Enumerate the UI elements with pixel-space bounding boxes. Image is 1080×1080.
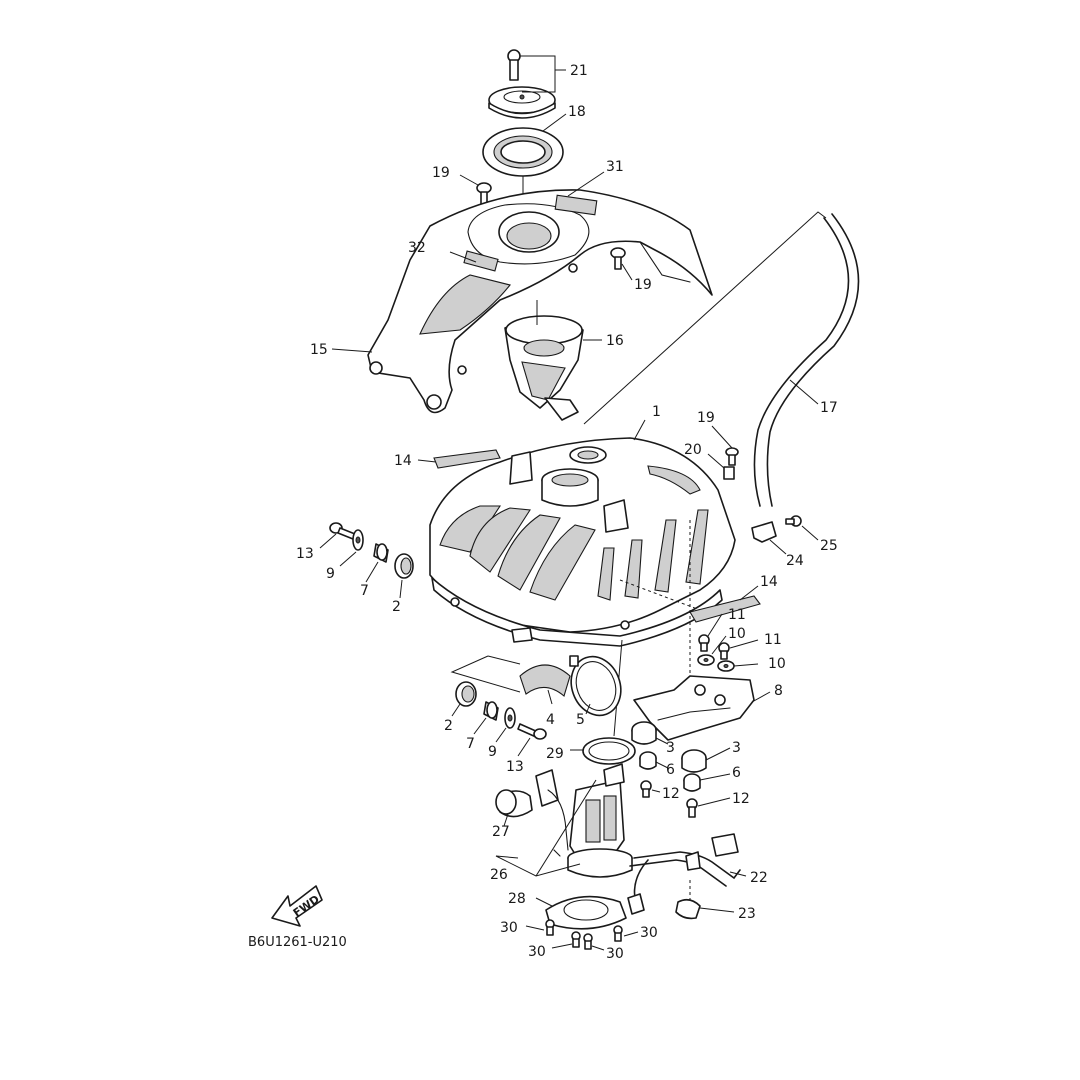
part-21-fuel-cap-and-key	[488, 49, 556, 119]
callout-label: 13	[506, 759, 524, 775]
part-30-screw-d	[613, 925, 623, 942]
callout-label: 11	[764, 632, 782, 648]
callout-label: 30	[528, 944, 546, 960]
callout-label: 14	[394, 453, 412, 469]
diagram-code: B6U1261-U210	[248, 935, 347, 950]
callout-label: 16	[606, 333, 624, 349]
callout-label: 26	[490, 867, 508, 883]
part-25-screw	[785, 515, 802, 527]
part-6-collar-a	[639, 751, 657, 770]
part-30-screw-c	[583, 933, 593, 950]
part-16-filler-boot	[504, 315, 584, 421]
callout-label: 11	[728, 607, 746, 623]
part-17-breather-hose	[753, 213, 860, 507]
callout-label: 29	[546, 746, 564, 762]
callout-label: 32	[408, 240, 426, 256]
callout-label: 9	[326, 566, 335, 582]
part-12-bolt-a	[640, 780, 652, 798]
callout-label: 4	[546, 712, 555, 728]
part-10-washer-b	[717, 660, 735, 672]
callout-label: 6	[666, 762, 675, 778]
callout-label: 22	[750, 870, 768, 886]
callout-label: 7	[466, 736, 475, 752]
callout-label: 24	[786, 553, 804, 569]
callout-label: 12	[732, 791, 750, 807]
part-22-fuel-hose	[627, 833, 741, 915]
part-8-rear-bracket	[633, 675, 755, 741]
part-27-pump-filter	[495, 789, 533, 818]
part-4-damper	[519, 664, 571, 697]
callout-label: 10	[768, 656, 786, 672]
callout-label: 31	[606, 159, 624, 175]
part-11-bolt-b	[718, 642, 730, 660]
callout-label: 19	[432, 165, 450, 181]
callout-label: 25	[820, 538, 838, 554]
part-12-bolt-b	[686, 798, 698, 818]
fwd-arrow-icon: FWD	[271, 885, 323, 927]
part-7-collar-left-lower	[483, 701, 499, 721]
part-19-bolt-cover-right	[610, 247, 626, 270]
callout-label: 14	[760, 574, 778, 590]
part-28-pump-plate	[545, 895, 627, 930]
part-13-bolt-left-lower	[517, 723, 547, 740]
part-19-bolt-tank-right	[725, 447, 739, 466]
part-24-hose-clip	[751, 521, 777, 543]
callout-label: 19	[634, 277, 652, 293]
callout-label: 7	[360, 583, 369, 599]
callout-label: 12	[662, 786, 680, 802]
part-19-bolt-top	[476, 182, 492, 207]
callout-label: 19	[697, 410, 715, 426]
part-5-gasket-ring	[569, 655, 622, 717]
part-26-fuel-pump	[535, 763, 633, 878]
part-30-screw-b	[571, 931, 581, 948]
part-1-fuel-tank	[429, 437, 736, 647]
callout-label: 18	[568, 104, 586, 120]
callout-label: 30	[500, 920, 518, 936]
callout-label: 30	[640, 925, 658, 941]
part-15-tank-cover	[367, 189, 713, 414]
callout-label: 23	[738, 906, 756, 922]
callout-label: 1	[652, 404, 661, 420]
part-30-screw-a	[545, 919, 555, 936]
callout-label: 21	[570, 63, 588, 79]
callout-label: 28	[508, 891, 526, 907]
part-14-damper-strip-lower	[689, 595, 761, 623]
part-9-washer-left-upper	[352, 529, 364, 551]
part-6-collar-b	[683, 773, 701, 792]
part-18-cap-ring	[482, 127, 564, 177]
callout-label: 27	[492, 824, 510, 840]
part-20-collar	[723, 466, 735, 480]
part-3-damper-b	[681, 749, 707, 773]
callout-label: 13	[296, 546, 314, 562]
callout-labels: 21 18 19 31 32 19 16 15 17 1 19 20 14 25…	[296, 63, 838, 962]
part-23-hose-clamp	[675, 898, 701, 920]
part-29-o-ring	[582, 737, 636, 765]
callout-label: 10	[728, 626, 746, 642]
callout-label: 15	[310, 342, 328, 358]
part-14-damper-strip-upper	[433, 449, 501, 469]
callout-label: 9	[488, 744, 497, 760]
part-10-washer-a	[697, 654, 715, 666]
callout-label: 2	[444, 718, 453, 734]
part-11-bolt-a	[698, 634, 710, 652]
callout-label: 17	[820, 400, 838, 416]
callout-label: 8	[774, 683, 783, 699]
callout-label: 2	[392, 599, 401, 615]
part-2-grommet-left-lower	[455, 681, 477, 707]
callout-label: 3	[666, 740, 675, 756]
callout-label: 5	[576, 712, 585, 728]
callout-label: 20	[684, 442, 702, 458]
part-2-grommet-left-upper	[394, 553, 414, 579]
part-3-damper-a	[631, 721, 657, 745]
callout-label: 30	[606, 946, 624, 962]
part-7-collar-left-upper	[373, 543, 389, 563]
callout-label: 3	[732, 740, 741, 756]
callout-label: 6	[732, 765, 741, 781]
part-9-washer-left-lower	[504, 707, 516, 729]
